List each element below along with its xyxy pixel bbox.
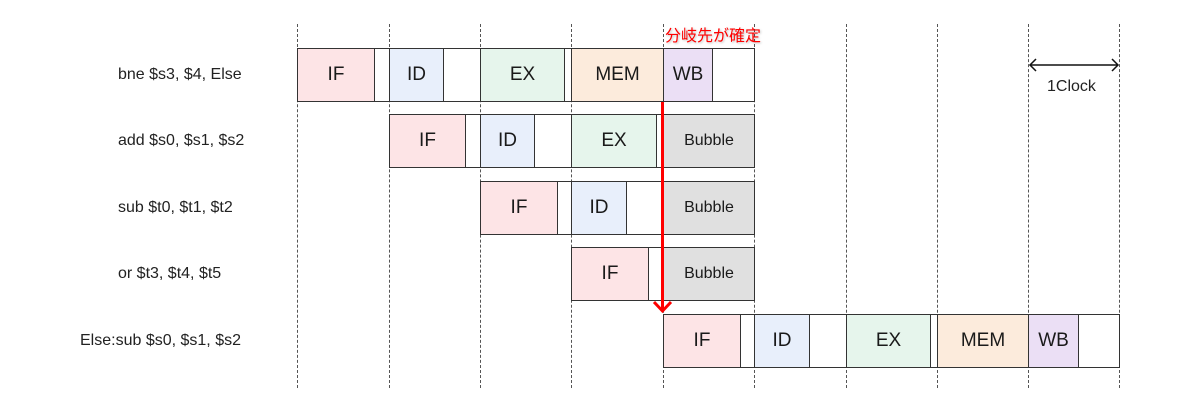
stage-bubble: Bubble [664, 115, 754, 167]
stage-gap [931, 315, 938, 367]
stage-bubble: Bubble [664, 182, 754, 234]
clock-gridline [1119, 24, 1120, 388]
pipeline-row: IF ID Bubble [480, 181, 755, 235]
stage-gap [558, 182, 572, 234]
instruction-label: bne $s3, $4, Else [118, 66, 242, 83]
stage-id: ID [390, 49, 444, 101]
stage-gap [565, 49, 572, 101]
clock-gridline [846, 24, 847, 388]
stage-id: ID [572, 182, 627, 234]
instruction-label: or $t3, $t4, $t5 [118, 265, 222, 282]
clock-gridline [389, 24, 390, 388]
stage-gap [810, 315, 847, 367]
stage-wb: WB [664, 49, 713, 101]
stage-if: IF [298, 49, 375, 101]
stage-ex: EX [847, 315, 931, 367]
instruction-label: sub $t0, $t1, $t2 [118, 199, 233, 216]
stage-wb: WB [1029, 315, 1079, 367]
stage-gap [466, 115, 481, 167]
stage-gap [535, 115, 572, 167]
pipeline-row: IF ID EX MEM WB [663, 314, 1120, 368]
instruction-label: add $s0, $s1, $s2 [118, 132, 245, 149]
stage-gap [375, 49, 390, 101]
stage-gap [741, 315, 755, 367]
stage-ex: EX [572, 115, 657, 167]
stage-bubble: Bubble [664, 248, 754, 300]
clock-gridline [937, 24, 938, 388]
pipeline-row: IF ID EX Bubble [389, 114, 755, 168]
stage-if: IF [481, 182, 558, 234]
stage-if: IF [664, 315, 741, 367]
clock-gridline [1028, 24, 1029, 388]
stage-id: ID [755, 315, 810, 367]
instruction-label: Else:sub $s0, $s1, $s2 [80, 332, 241, 349]
stage-id: ID [481, 115, 535, 167]
branch-resolved-annotation: 分岐先が確定 [665, 28, 762, 45]
stage-if: IF [572, 248, 649, 300]
stage-mem: MEM [572, 49, 664, 101]
stage-gap [444, 49, 481, 101]
stage-mem: MEM [938, 315, 1029, 367]
clock-legend-label: 1Clock [1047, 78, 1096, 95]
stage-ex: EX [481, 49, 565, 101]
pipeline-row: IF ID EX MEM WB [297, 48, 755, 102]
clock-gridline [297, 24, 298, 388]
stage-if: IF [390, 115, 466, 167]
branch-arrow-line [661, 102, 664, 310]
